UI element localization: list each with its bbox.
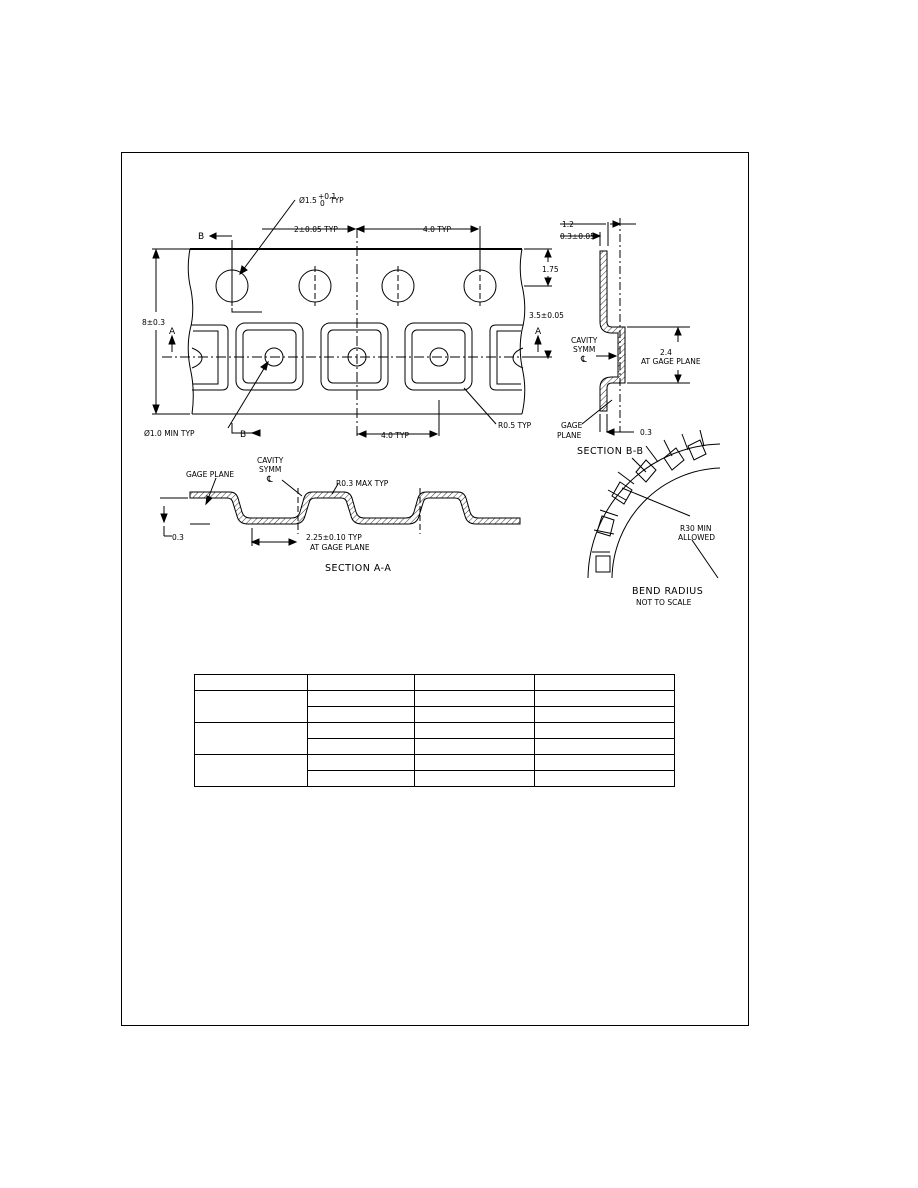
aa-cavity-3: ℄ — [266, 475, 273, 485]
table-cell — [414, 738, 535, 755]
table-row — [194, 690, 675, 723]
table-cell — [534, 754, 675, 771]
table-cell — [194, 674, 308, 691]
table-cell — [534, 722, 675, 739]
section-aa-drawing — [160, 477, 521, 546]
aa-radius-max: R0.3 MAX TYP — [336, 479, 389, 488]
bend-min-label: R30 MIN — [680, 524, 711, 533]
tape-top-view — [152, 199, 552, 438]
table-cell — [307, 674, 415, 691]
table-cell — [307, 754, 415, 771]
aa-thickness-dim: 0.3 — [172, 533, 184, 542]
table-cell — [307, 738, 415, 755]
bb-depth-dim: 2.4 — [660, 348, 672, 357]
table-cell — [414, 706, 535, 723]
table-cell — [307, 770, 415, 787]
bb-gage-2: PLANE — [557, 431, 582, 440]
table-cell — [534, 770, 675, 787]
table-cell — [307, 690, 415, 707]
bb-thickness-dim: 0.3 — [640, 428, 652, 437]
table-row — [194, 722, 675, 755]
aa-pocket-width-note: AT GAGE PLANE — [310, 543, 370, 552]
hole-to-pocket-dim: 2±0.05 TYP — [294, 225, 338, 234]
section-bb-title: SECTION B-B — [577, 446, 644, 457]
dimension-table — [194, 674, 675, 787]
tape-width-dim: 8±0.3 — [142, 318, 165, 327]
table-cell — [534, 690, 675, 707]
section-bb-drawing — [560, 218, 690, 436]
page-frame — [121, 152, 749, 1026]
table-row — [194, 674, 675, 691]
table-cell — [307, 706, 415, 723]
table-cell — [414, 674, 535, 691]
bb-cavity-3: ℄ — [580, 355, 587, 365]
sprocket-tol-upper: +0.1 — [318, 192, 336, 201]
bend-radius-note: NOT TO SCALE — [636, 598, 692, 607]
section-aa-title: SECTION A-A — [325, 563, 391, 574]
table-cell — [414, 690, 535, 707]
table-row — [195, 770, 675, 787]
sprocket-hole-label: Ø1.5 — [299, 196, 317, 205]
table-cell — [307, 722, 415, 739]
bb-cavity-2: SYMM — [573, 345, 595, 354]
table-cell — [414, 754, 535, 771]
hole-pitch-dim: 4.0 TYP — [423, 225, 451, 234]
sprocket-tol-lower: 0 — [320, 199, 325, 208]
bend-radius-drawing — [587, 429, 721, 579]
cut-a-left: A — [169, 327, 176, 337]
aa-cavity-1: CAVITY — [257, 456, 284, 465]
table-cell — [194, 754, 308, 787]
table-cell — [414, 722, 535, 739]
table-cell — [414, 770, 535, 787]
bb-depth-note: AT GAGE PLANE — [641, 357, 701, 366]
cut-b-top: B — [198, 232, 204, 242]
table-cell — [534, 674, 675, 691]
table-cell — [534, 738, 675, 755]
aa-pocket-width: 2.25±0.10 TYP — [306, 533, 362, 542]
aa-gage-plane: GAGE PLANE — [186, 470, 234, 479]
bb-dim-1: 1.2 — [562, 220, 574, 229]
bend-allowed-label: ALLOWED — [678, 533, 715, 542]
pocket-hole-dim: Ø1.0 MIN TYP — [144, 429, 195, 438]
bend-radius-title: BEND RADIUS — [632, 586, 703, 597]
corner-radius-dim: R0.5 TYP — [498, 421, 532, 430]
cut-a-right: A — [535, 327, 542, 337]
table-cell — [534, 706, 675, 723]
table-cell — [194, 722, 308, 755]
aa-cavity-2: SYMM — [259, 465, 281, 474]
bb-cavity-1: CAVITY — [571, 336, 598, 345]
table-row — [194, 754, 675, 787]
table-row — [195, 738, 675, 755]
cut-b-bottom: B — [240, 430, 246, 440]
pocket-offset-dim: 3.5±0.05 — [529, 311, 564, 320]
pocket-pitch-dim: 4.0 TYP — [381, 431, 409, 440]
hole-edge-dim: 1.75 — [542, 265, 559, 274]
table-cell — [194, 690, 308, 723]
sprocket-typ: TYP — [329, 196, 344, 205]
bb-dim-2: 0.3±0.05 — [560, 232, 595, 241]
bb-gage-1: GAGE — [561, 421, 583, 430]
